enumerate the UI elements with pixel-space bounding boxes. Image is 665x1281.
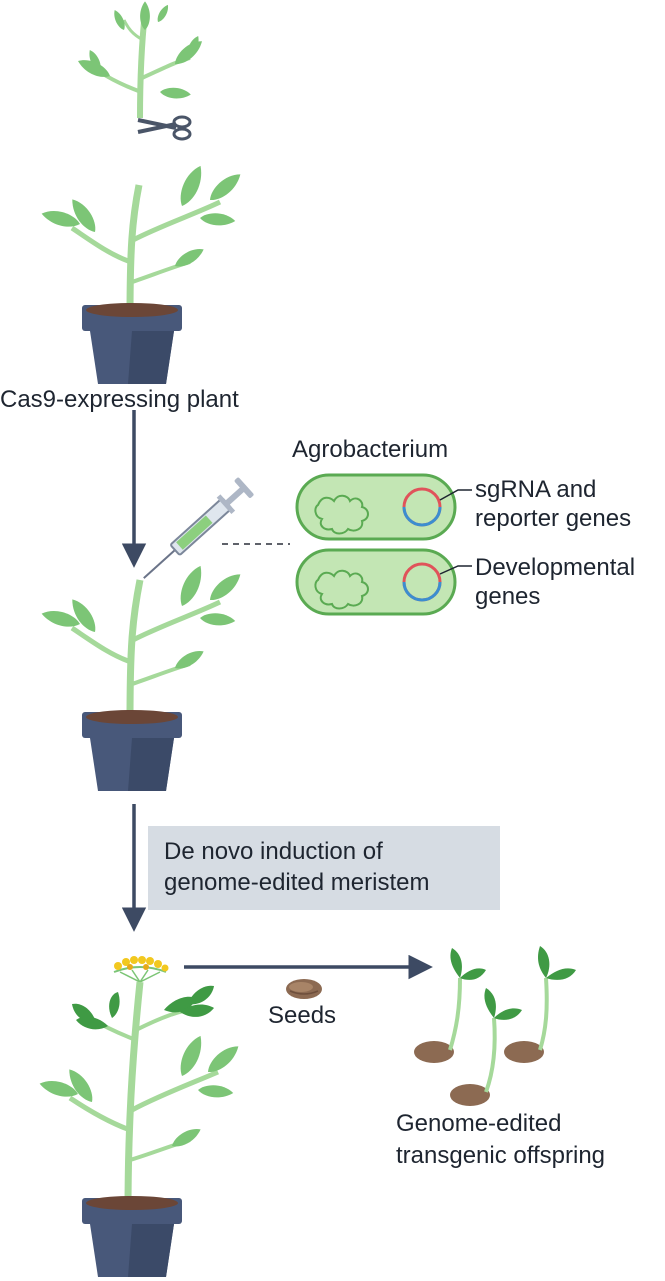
cut-plant-icon (75, 1, 207, 119)
pot-icon (82, 710, 182, 791)
offspring-label-line1: Genome-edited (396, 1110, 562, 1137)
plasmid-developmental-label-line1: Developmental (475, 554, 636, 581)
plasmid-sgrna-label-line2: reporter genes (475, 505, 632, 532)
plant-icon (40, 562, 246, 721)
syringe-icon (143, 477, 254, 579)
seedling-icon (414, 948, 486, 1063)
offspring-label-line2: transgenic offspring (396, 1142, 606, 1169)
plasmid-developmental-label-line2: genes (475, 583, 541, 610)
induction-label-line2: genome-edited meristem (164, 869, 430, 896)
pot-icon (82, 303, 182, 384)
bacterium-icon (295, 473, 457, 541)
cas9-plant-label: Cas9-expressing plant (0, 386, 239, 413)
seed-icon (286, 979, 322, 999)
induction-box (148, 826, 500, 910)
agrobacterium-label: Agrobacterium (292, 436, 449, 463)
bacterium-icon (295, 548, 457, 616)
seeds-label: Seeds (268, 1002, 337, 1029)
seedling-icon (450, 988, 522, 1106)
plant-icon (40, 162, 246, 319)
flower-icon (113, 956, 169, 984)
scissors-icon (137, 115, 192, 141)
seedling-icon (504, 946, 576, 1063)
pot-icon (82, 1196, 182, 1277)
plant-icon (38, 981, 244, 1213)
plasmid-icon (439, 489, 472, 575)
induction-label-line1: De novo induction of (164, 838, 383, 865)
plasmid-sgrna-label-line1: sgRNA and (475, 476, 597, 503)
